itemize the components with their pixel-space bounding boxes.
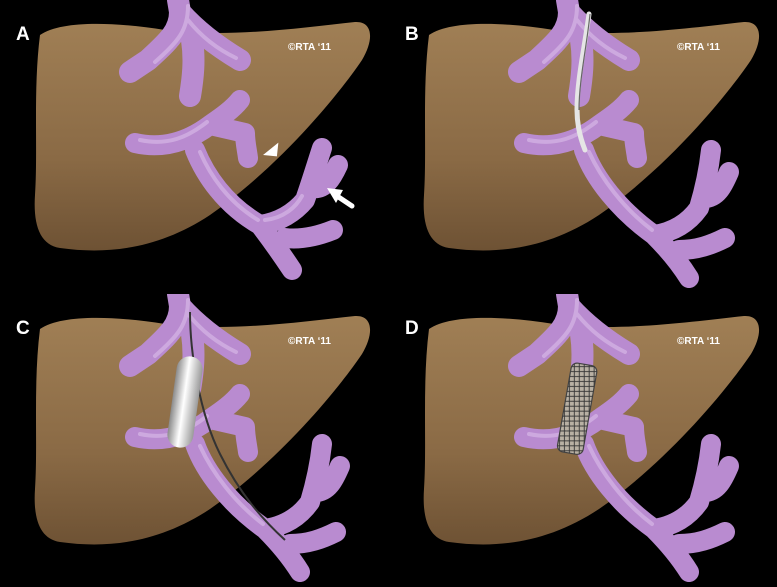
- panel-letter: B: [405, 24, 419, 45]
- needle-shadow: [578, 13, 591, 111]
- balloon-catheter: [167, 356, 203, 448]
- copyright-label: ©RTA ‘11: [677, 336, 720, 347]
- stent-graft: [556, 362, 598, 455]
- arrowhead-marker: [263, 142, 279, 157]
- panel-b: B ©RTA ‘11: [389, 0, 777, 293]
- panel-letter: D: [405, 318, 419, 339]
- arrow-marker: [327, 188, 355, 209]
- panel-letter: C: [16, 318, 30, 339]
- panel-d-illustration: [423, 294, 760, 587]
- panel-a: A ©RTA ‘11: [0, 0, 388, 293]
- panel-c-illustration: [34, 294, 371, 587]
- panel-letter: A: [16, 24, 30, 45]
- copyright-label: ©RTA ‘11: [288, 336, 331, 347]
- copyright-label: ©RTA ‘11: [677, 42, 720, 53]
- panel-b-illustration: [423, 0, 760, 293]
- copyright-label: ©RTA ‘11: [288, 42, 331, 53]
- guidewire: [189, 311, 286, 541]
- panel-d: D ©RTA ‘11: [389, 294, 777, 587]
- panel-a-illustration: [34, 0, 371, 293]
- needle-catheter: [574, 11, 592, 153]
- panel-c: C ©RTA ‘11: [0, 294, 388, 587]
